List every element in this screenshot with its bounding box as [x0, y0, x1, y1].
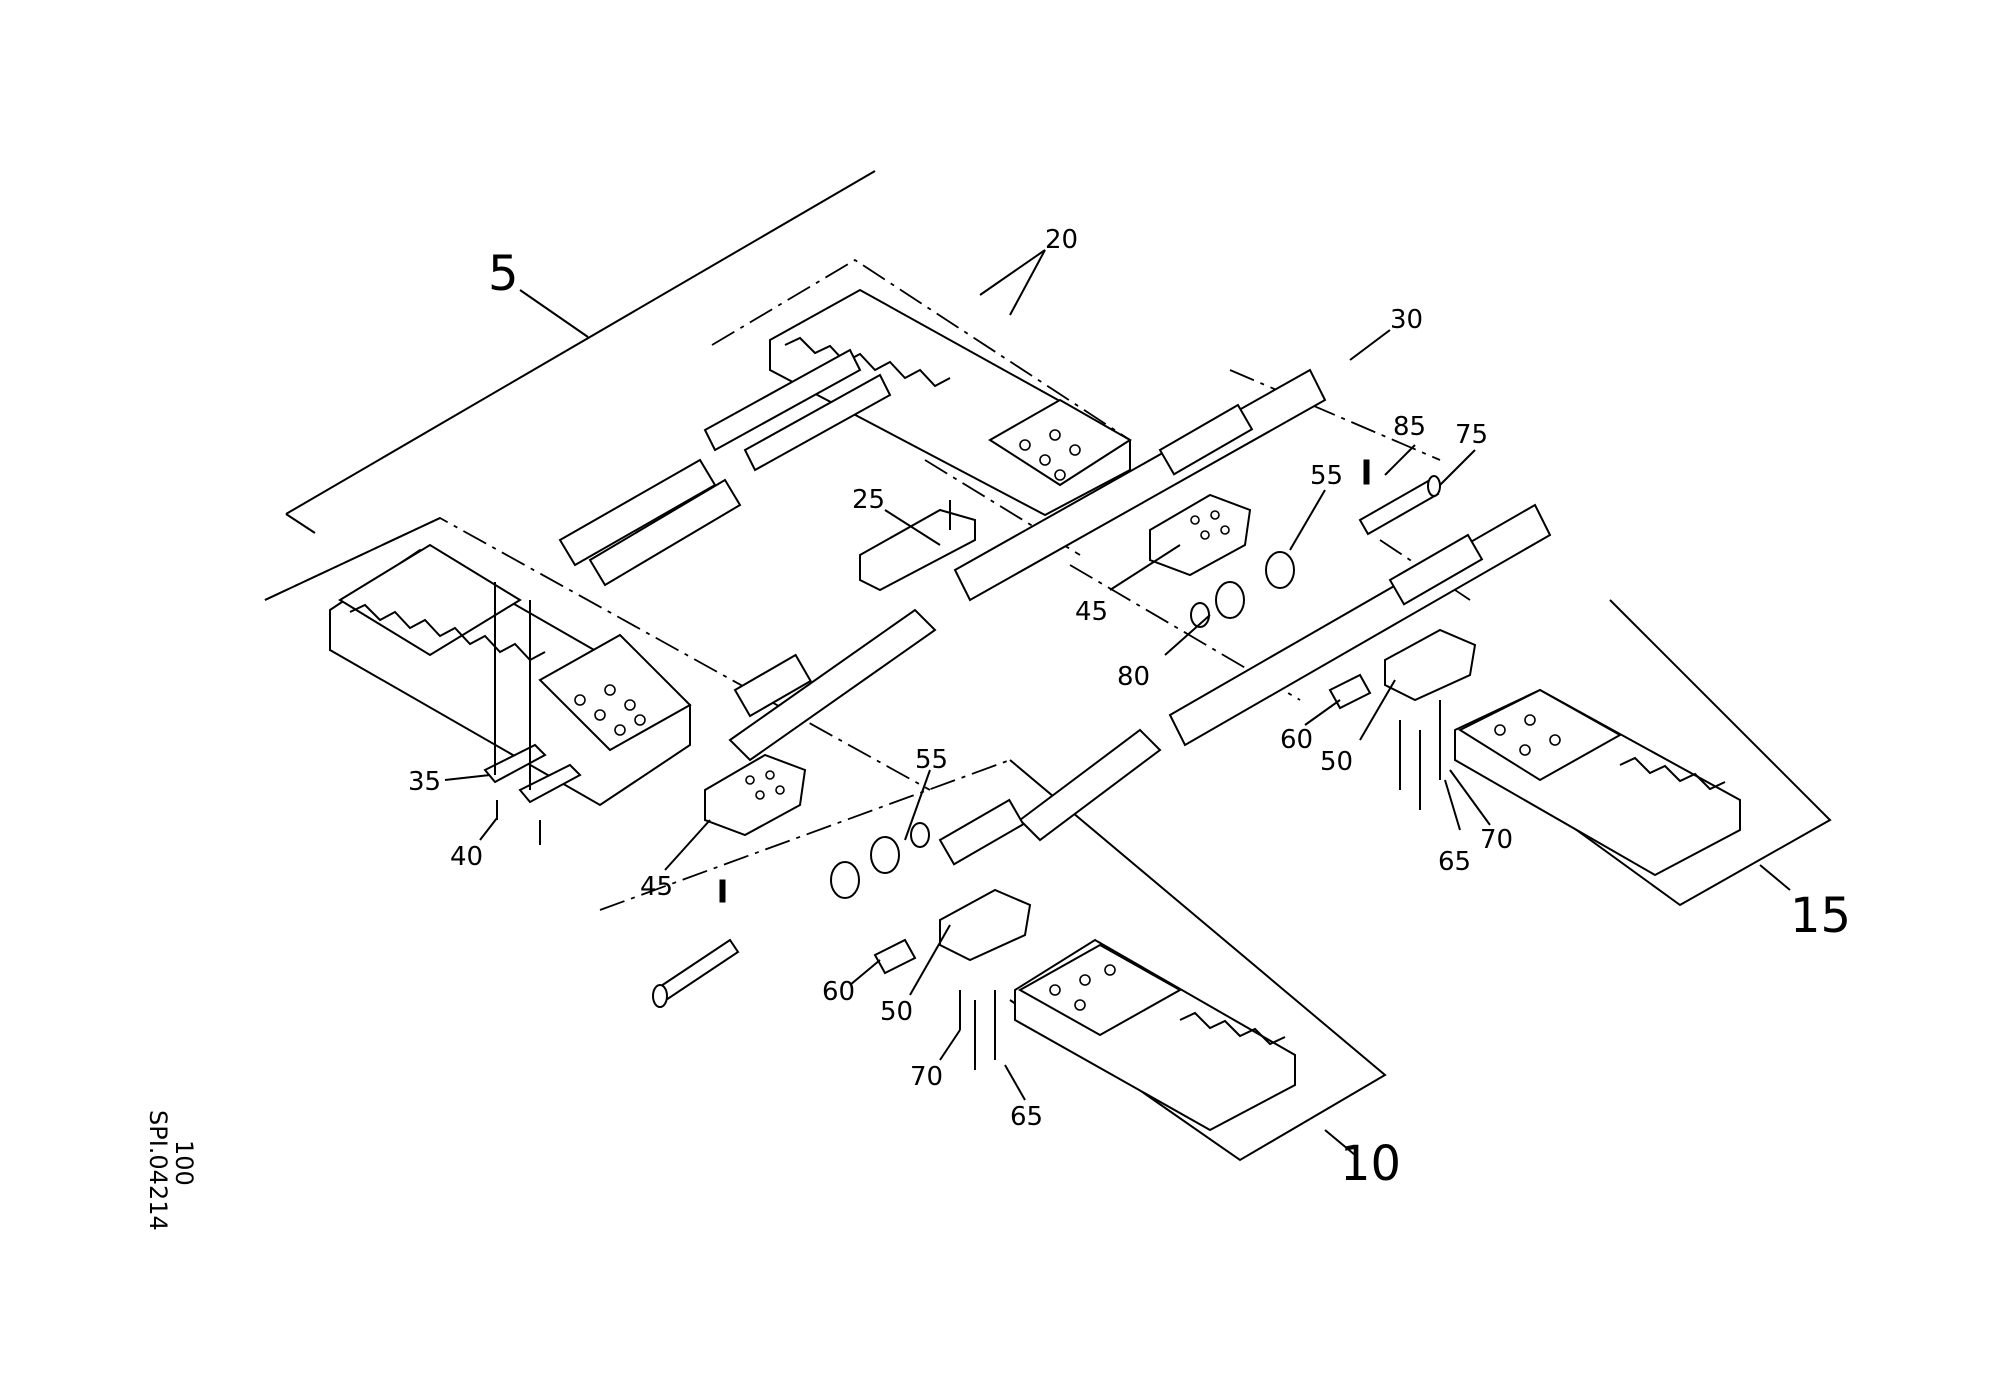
- callout-80: 80: [1117, 662, 1150, 692]
- callouts: 5 20 30 85 75 55 25 45 80 55 60 50 70 65…: [408, 225, 1851, 1192]
- track-pad-right: [1454, 688, 1741, 877]
- callout-20: 20: [1045, 225, 1078, 255]
- callout-70-right: 70: [1480, 825, 1513, 855]
- callout-5: 5: [488, 246, 519, 302]
- callout-30: 30: [1390, 305, 1423, 335]
- hinge-45-lower: [704, 753, 807, 837]
- clamps-35-40: [483, 582, 582, 845]
- bolts-65-70: [959, 700, 1441, 1070]
- bracket-25: [859, 500, 976, 592]
- tube-center: [953, 368, 1327, 602]
- pin-long-lower: [652, 938, 740, 1008]
- pin-75: [1358, 475, 1441, 536]
- callout-15: 15: [1790, 888, 1851, 944]
- spring-pin-85: [719, 459, 1370, 903]
- callout-60-right: 60: [1280, 725, 1313, 755]
- tube-left-drive: [728, 608, 937, 762]
- callout-70-lower: 70: [910, 1062, 943, 1092]
- callout-10: 10: [1340, 1136, 1401, 1192]
- callout-55-upper: 55: [1310, 461, 1343, 491]
- callout-45-upper: 45: [1075, 597, 1108, 627]
- callout-75: 75: [1455, 420, 1488, 450]
- hinge-45-upper: [1149, 493, 1252, 577]
- sheet-number: 100: [170, 1140, 198, 1186]
- leader-lines: [444, 249, 1791, 1156]
- callout-50-lower: 50: [880, 997, 913, 1027]
- track-pad-lower: [1014, 938, 1296, 1132]
- callout-60-lower: 60: [822, 977, 855, 1007]
- plates-50: [939, 628, 1477, 962]
- tube-center-lower: [938, 728, 1162, 866]
- callout-65-right: 65: [1438, 847, 1471, 877]
- callout-85: 85: [1393, 412, 1426, 442]
- callout-35: 35: [408, 767, 441, 797]
- tube-right: [1168, 503, 1552, 747]
- callout-40: 40: [450, 842, 483, 872]
- tube-upper-pair: [558, 348, 892, 587]
- drawing-id-block: SPI.04214 100: [144, 1110, 198, 1231]
- callout-55-lower: 55: [915, 745, 948, 775]
- callout-65-lower: 65: [1010, 1102, 1043, 1132]
- callout-25: 25: [852, 485, 885, 515]
- callout-50-right: 50: [1320, 747, 1353, 777]
- track-pad-left: [329, 543, 692, 807]
- bushings-55-80: [830, 551, 1295, 899]
- callout-45-lower: 45: [640, 872, 673, 902]
- drawing-id: SPI.04214: [144, 1110, 172, 1231]
- track-pad-upper: [769, 288, 1132, 517]
